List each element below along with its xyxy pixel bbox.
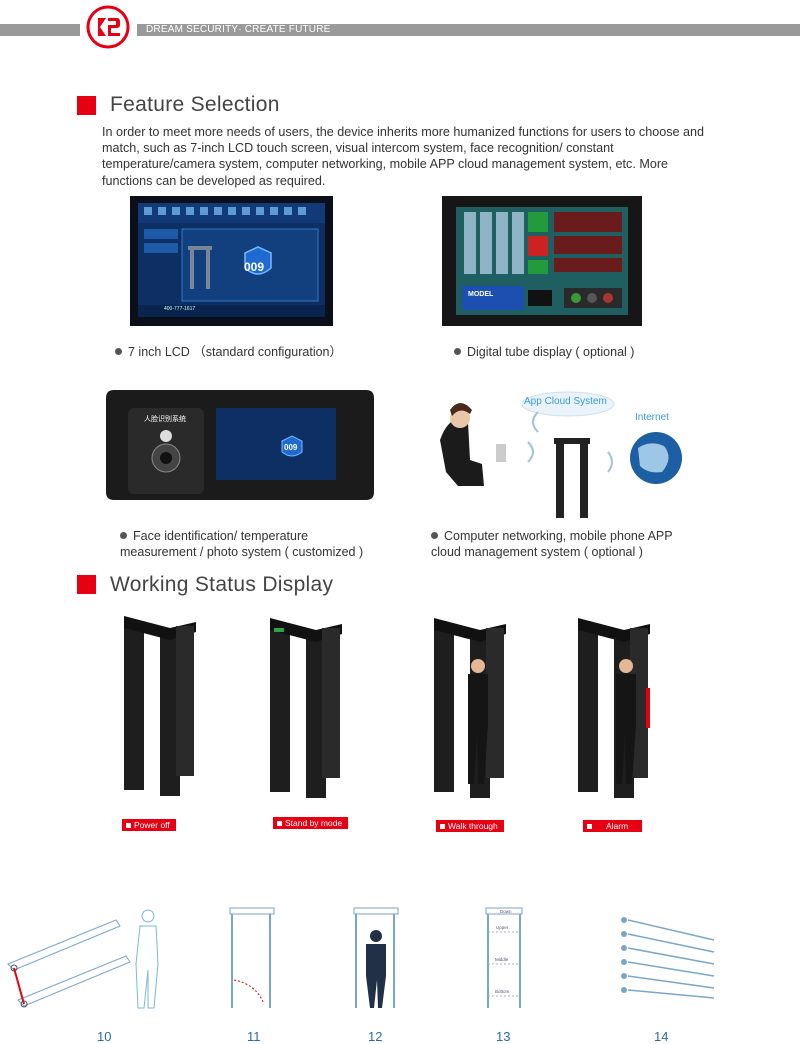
- bullet-icon: [431, 532, 438, 539]
- internet-label: Internet: [635, 412, 669, 423]
- network-illustration: App Cloud System Internet: [428, 382, 688, 522]
- cloud-label: App Cloud System: [524, 396, 607, 407]
- face-device-image: 人脸识别系统 009: [104, 386, 376, 504]
- status-label-walk-through: Walk through: [436, 820, 504, 832]
- status-section-title: Working Status Display: [110, 573, 334, 596]
- zone-label-bottom: Bottom: [495, 989, 510, 994]
- step-number-10: 10: [97, 1029, 112, 1044]
- bullet-icon: [454, 348, 461, 355]
- network-caption-line1: Computer networking, mobile phone APP: [431, 528, 673, 544]
- lcd-phone: 400-777-1617: [164, 306, 196, 312]
- lcd-counter: 009: [244, 260, 265, 274]
- face-caption-line2: measurement / photo system ( customized …: [120, 545, 364, 559]
- bullet-icon: [115, 348, 122, 355]
- install-step-13-illustration: [485, 907, 523, 1008]
- section-marker: [77, 575, 96, 594]
- step-number-12: 12: [368, 1029, 383, 1044]
- section-marker: [77, 96, 96, 115]
- digital-model-label: MODEL: [468, 291, 494, 298]
- gate-walk-through-image: [434, 618, 506, 798]
- face-counter: 009: [284, 443, 298, 452]
- gate-alarm-image: [578, 618, 650, 798]
- install-step-10-illustration: [7, 909, 159, 1009]
- step-number-11: 11: [247, 1029, 261, 1044]
- status-label-standby: Stand by mode: [273, 817, 349, 829]
- install-step-14-illustration: [621, 917, 715, 999]
- install-step-11-illustration: [229, 907, 275, 1008]
- zone-label-upper: Upper: [496, 925, 509, 930]
- gate-power-off-image: [124, 616, 196, 796]
- feature-section-title: Feature Selection: [110, 93, 280, 116]
- status-label-alarm: Alarm: [583, 820, 643, 832]
- lcd-screen-image: 009 400-777-1617: [130, 196, 333, 326]
- header-bar-right: [137, 24, 800, 36]
- header-tagline: DREAM SECURITY· CREATE FUTURE: [146, 24, 331, 35]
- face-caption-line1: Face identification/ temperature: [120, 528, 308, 544]
- lcd-caption: 7 inch LCD （standard configuration）: [115, 344, 342, 360]
- gate-standby-image: [270, 618, 342, 798]
- step-number-14: 14: [654, 1029, 669, 1044]
- zone-label-middle: Middle: [495, 957, 509, 962]
- face-panel-title: 人脸识别系统: [144, 416, 186, 423]
- status-label-power-off: Power off: [122, 819, 176, 831]
- feature-intro-text: In order to meet more needs of users, th…: [102, 125, 705, 188]
- zone-label-down: Down: [500, 909, 512, 914]
- install-step-12-illustration: [353, 907, 399, 1008]
- digital-caption: Digital tube display ( optional ): [454, 344, 634, 360]
- bullet-icon: [120, 532, 127, 539]
- step-number-13: 13: [496, 1029, 511, 1044]
- header-bar-left: [0, 24, 80, 36]
- company-logo-icon: [86, 5, 130, 49]
- digital-display-image: MODEL: [442, 196, 642, 326]
- network-caption-line2: cloud management system ( optional ): [431, 545, 643, 559]
